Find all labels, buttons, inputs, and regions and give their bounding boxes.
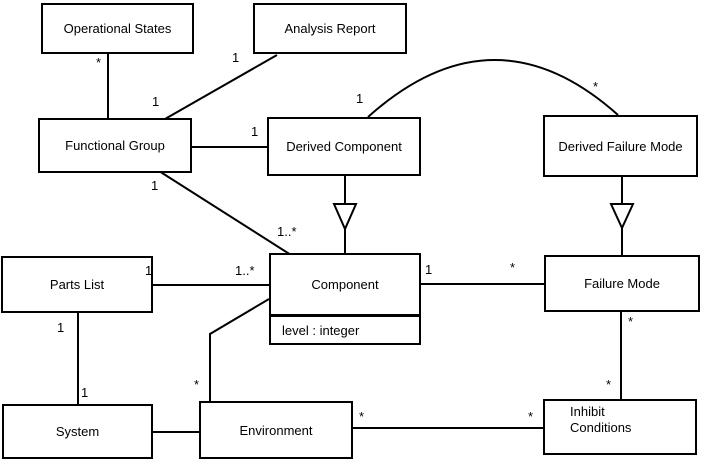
class-component[interactable]: Component level : integer xyxy=(269,253,421,345)
class-name: Inhibit Conditions xyxy=(570,404,632,435)
multiplicity-label: 1..* xyxy=(235,263,255,278)
multiplicity-label: 1..* xyxy=(277,224,297,239)
class-attribute: level : integer xyxy=(282,322,360,338)
generalization-arrowhead-to-failure-mode xyxy=(609,203,635,231)
multiplicity-label: * xyxy=(96,55,102,70)
class-name: Operational States xyxy=(63,21,172,36)
multiplicity-label: 1 xyxy=(232,50,240,65)
class-parts-list[interactable]: Parts List xyxy=(1,256,153,313)
class-analysis-report[interactable]: Analysis Report xyxy=(253,3,407,54)
assoc-component-environment xyxy=(209,298,270,402)
class-attribute-compartment: level : integer xyxy=(271,314,419,343)
class-name: Failure Mode xyxy=(584,276,660,291)
multiplicity-label: 1 xyxy=(251,124,259,139)
multiplicity-label: * xyxy=(510,260,516,275)
class-failure-mode[interactable]: Failure Mode xyxy=(544,255,700,312)
multiplicity-label: * xyxy=(528,409,534,424)
class-name: Parts List xyxy=(49,277,105,292)
multiplicity-label: * xyxy=(628,314,634,329)
class-environment[interactable]: Environment xyxy=(199,401,353,459)
multiplicity-label: * xyxy=(593,79,599,94)
class-derived-component[interactable]: Derived Component xyxy=(267,117,421,176)
multiplicity-label: 1 xyxy=(57,320,65,335)
multiplicity-label: 1 xyxy=(356,91,364,106)
class-name: Component xyxy=(311,277,379,292)
multiplicity-label: * xyxy=(194,377,200,392)
class-name: Environment xyxy=(239,422,313,438)
class-name-compartment: Component xyxy=(271,255,419,314)
class-operational-states[interactable]: Operational States xyxy=(41,3,194,54)
multiplicity-label: 1 xyxy=(425,262,433,277)
class-system[interactable]: System xyxy=(2,404,153,459)
generalization-arrowhead-to-component xyxy=(332,203,358,232)
multiplicity-label: 1 xyxy=(145,263,153,278)
multiplicity-label: 1 xyxy=(151,178,159,193)
class-derived-failure-mode[interactable]: Derived Failure Mode xyxy=(543,115,698,177)
multiplicity-label: 1 xyxy=(81,385,89,400)
class-name: Derived Failure Mode xyxy=(558,138,683,154)
class-name: Analysis Report xyxy=(284,21,376,36)
class-name: System xyxy=(55,424,100,439)
multiplicity-label: 1 xyxy=(152,94,160,109)
assoc-derived-component-derived-failure-mode-arc xyxy=(367,59,619,118)
class-name: Functional Group xyxy=(65,138,165,153)
class-functional-group[interactable]: Functional Group xyxy=(38,118,192,173)
class-inhibit-conditions[interactable]: Inhibit Conditions xyxy=(543,399,697,455)
multiplicity-label: * xyxy=(359,409,365,424)
assoc-functional-group-component xyxy=(158,170,292,256)
class-name: Derived Component xyxy=(286,139,402,154)
multiplicity-label: * xyxy=(606,377,612,392)
assoc-analysis-report-functional-group xyxy=(164,54,278,120)
